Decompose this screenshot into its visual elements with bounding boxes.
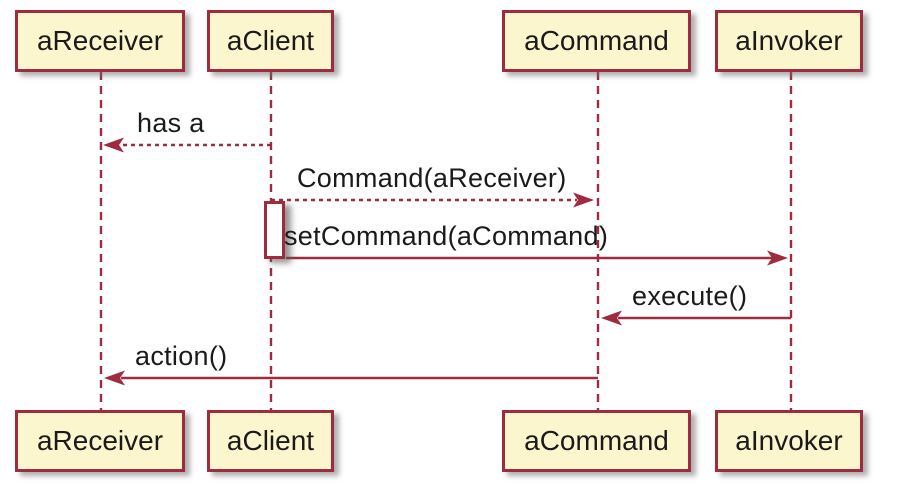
participant-label-ainvoker-bottom: aInvoker	[735, 425, 843, 456]
message-label-action: action()	[135, 341, 228, 371]
participant-label-areceiver-bottom: aReceiver	[36, 425, 164, 456]
participant-box-acommand-bottom: aCommand	[502, 410, 691, 472]
participant-box-aclient-top: aClient	[207, 10, 334, 72]
participant-box-ainvoker-top: aInvoker	[715, 10, 863, 72]
participant-label-aclient-bottom: aClient	[226, 425, 315, 456]
arrowhead-command	[573, 192, 594, 208]
participant-box-areceiver-top: aReceiver	[15, 10, 185, 72]
message-label-execute: execute()	[632, 281, 748, 311]
participant-box-ainvoker-bottom: aInvoker	[715, 410, 863, 472]
activation-bar-aclient	[264, 201, 285, 259]
message-label-has-a: has a	[137, 108, 205, 138]
arrowhead-setcommand	[767, 250, 788, 266]
arrowhead-has-a	[103, 137, 124, 153]
message-label-command: Command(aReceiver)	[297, 163, 567, 193]
participant-label-ainvoker-top: aInvoker	[735, 25, 843, 56]
arrowhead-execute	[601, 310, 622, 326]
message-label-setcommand: setCommand(aCommand)	[284, 221, 609, 251]
participant-label-aclient-top: aClient	[226, 25, 315, 56]
arrowhead-action	[104, 370, 125, 386]
participant-label-acommand-bottom: aCommand	[524, 425, 669, 456]
participant-box-aclient-bottom: aClient	[207, 410, 334, 472]
participant-label-acommand-top: aCommand	[524, 25, 669, 56]
participant-label-areceiver-top: aReceiver	[36, 25, 164, 56]
participant-box-areceiver-bottom: aReceiver	[15, 410, 185, 472]
participant-box-acommand-top: aCommand	[502, 10, 691, 72]
